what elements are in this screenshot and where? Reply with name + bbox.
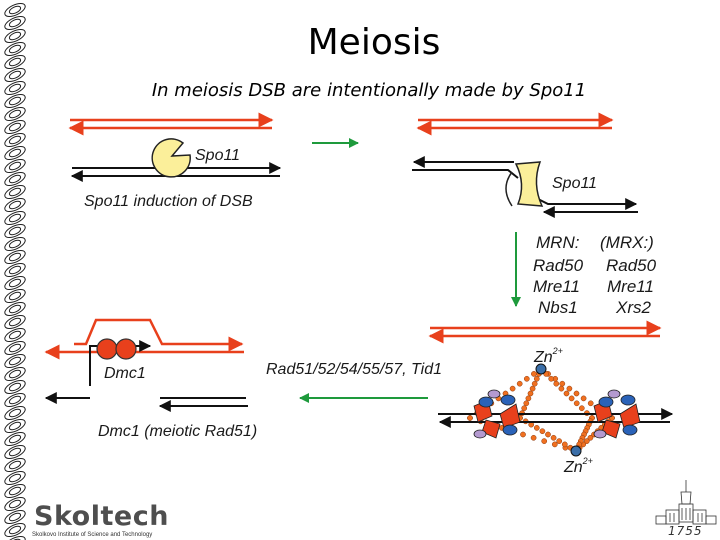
mrx-item: Rad50 bbox=[606, 256, 657, 275]
mrn-complex-list: MRN: Rad50 Mre11 Nbs1 bbox=[533, 233, 584, 317]
mrx-header: (MRX:) bbox=[600, 233, 654, 252]
induction-caption: Spo11 induction of DSB bbox=[84, 193, 253, 210]
zinc-label-top: Zn2+ bbox=[533, 346, 563, 366]
spo11-protein bbox=[151, 138, 191, 178]
logo-tagline: Skolkovo Institute of Science and Techno… bbox=[32, 532, 153, 538]
zinc-ion-node bbox=[535, 363, 547, 375]
mrn-item: Mre11 bbox=[533, 277, 580, 296]
dmc1-protein bbox=[115, 338, 137, 360]
recombinase-list: Rad51/52/54/55/57, Tid1 bbox=[266, 361, 442, 378]
skoltech-logo: Skoltech Skolkovo Institute of Science a… bbox=[32, 501, 169, 538]
mrx-complex-list: (MRX:) Rad50 Mre11 Xrs2 bbox=[600, 233, 657, 317]
black-strand-broken bbox=[531, 195, 638, 210]
spo11-label-right: Spo11 bbox=[552, 175, 597, 192]
black-strand-broken bbox=[412, 169, 519, 179]
mre11-rad50-head-left bbox=[473, 389, 521, 439]
mrn-header: MRN: bbox=[536, 233, 580, 252]
mrn-item: Rad50 bbox=[533, 256, 584, 275]
mrx-item: Xrs2 bbox=[615, 298, 652, 317]
decorative-border bbox=[4, 3, 26, 540]
emblem-year: 1755 bbox=[668, 524, 703, 538]
slide-title: Meiosis bbox=[307, 22, 441, 63]
mre11-rad50-head-right bbox=[593, 389, 641, 439]
spo11-protein bbox=[505, 171, 513, 207]
dmc1-caption: Dmc1 (meiotic Rad51) bbox=[98, 423, 257, 440]
dmc1-label: Dmc1 bbox=[104, 365, 146, 382]
mrn-item: Nbs1 bbox=[538, 298, 578, 317]
spo11-protein bbox=[514, 161, 544, 207]
zinc-label-bottom: Zn2+ bbox=[563, 456, 593, 476]
dmc1-protein bbox=[96, 338, 118, 360]
zinc-ion-node bbox=[570, 445, 582, 457]
spo11-label-left: Spo11 bbox=[195, 147, 240, 164]
step-dmc1-invasion: Dmc1 Dmc1 (meiotic Rad51) bbox=[44, 318, 257, 440]
step-spo11-binding: Spo11 Spo11 induction of DSB bbox=[68, 112, 282, 210]
university-building-emblem bbox=[655, 480, 717, 525]
slide-subtitle: In meiosis DSB are intentionally made by… bbox=[151, 80, 587, 101]
step-rad51-complex: Zn2+ Zn2+ bbox=[428, 320, 674, 476]
red-strand-loop bbox=[74, 318, 244, 352]
mrx-item: Mre11 bbox=[607, 277, 654, 296]
step-dsb-formed: Spo11 bbox=[412, 112, 638, 218]
